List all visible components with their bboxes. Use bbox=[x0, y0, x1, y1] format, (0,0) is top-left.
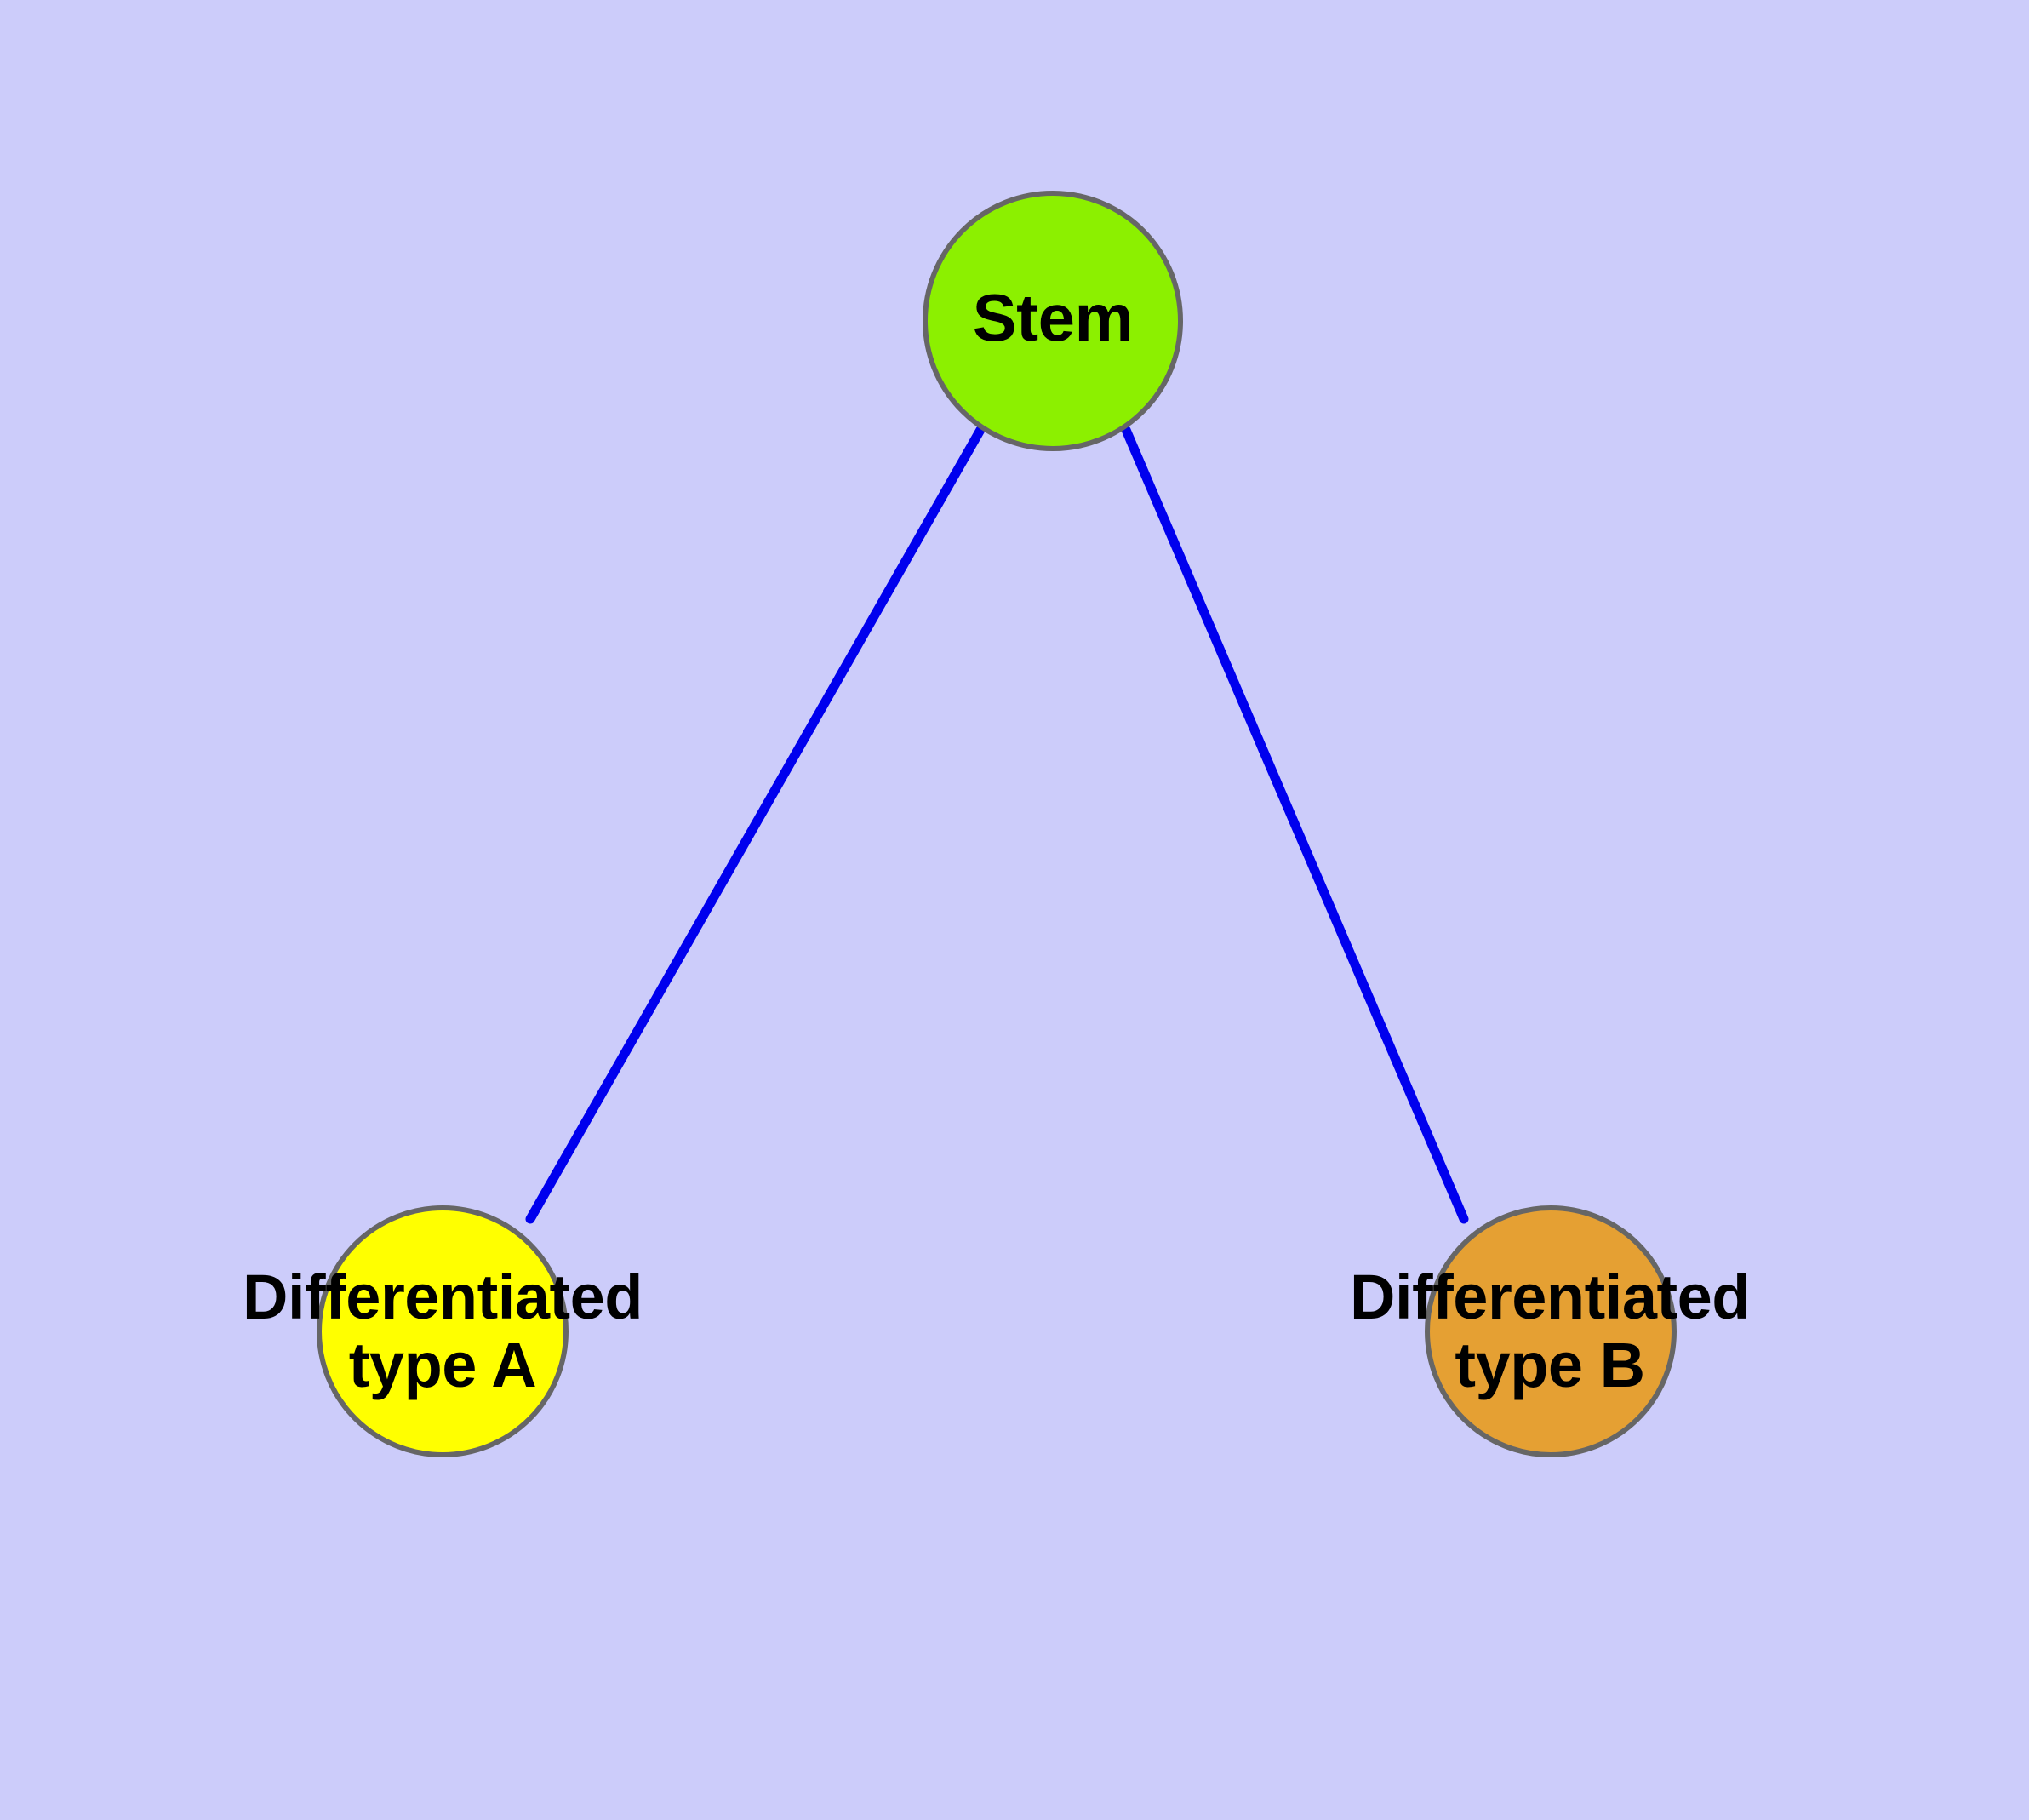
node-differentiated-type-a[interactable] bbox=[317, 1205, 569, 1457]
node-stem[interactable] bbox=[923, 191, 1183, 451]
node-differentiated-type-b[interactable] bbox=[1425, 1205, 1677, 1457]
edge-stem-to-diff-b bbox=[1121, 425, 1469, 1224]
edge-stem-to-diff-a bbox=[525, 425, 986, 1224]
